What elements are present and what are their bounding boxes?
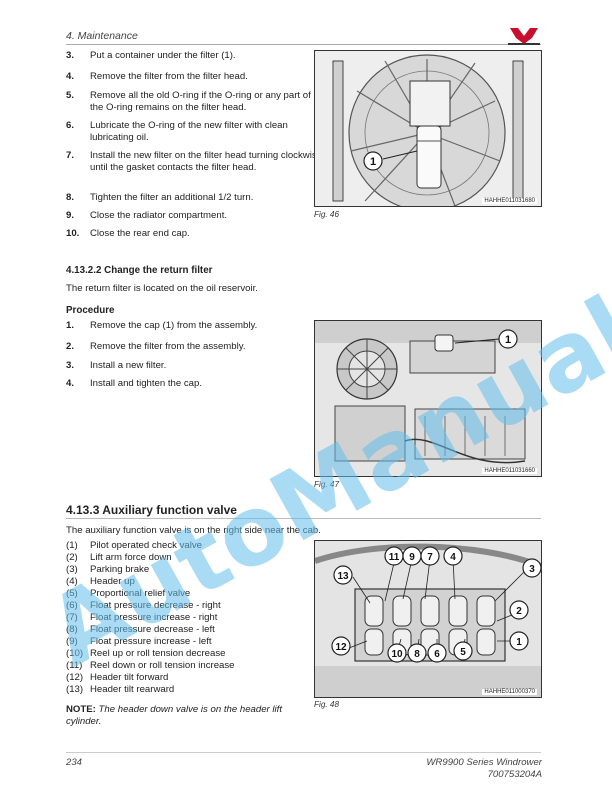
footer-doc-number: 700753204A bbox=[487, 769, 542, 780]
figure-48-callout: 3 bbox=[529, 564, 535, 575]
step-text: Put a container under the filter (1). bbox=[90, 50, 236, 61]
legend-text: Float pressure increase - right bbox=[90, 612, 218, 623]
footer-info: WR9900 Series Windrower 700753204A bbox=[426, 757, 542, 781]
figure-48-callout: 10 bbox=[391, 649, 403, 660]
note-text: The header down valve is on the header l… bbox=[66, 704, 282, 727]
legend-text: Header tilt rearward bbox=[90, 684, 175, 695]
figure-48-callout: 13 bbox=[337, 571, 349, 582]
step-text: Remove the filter from the filter head. bbox=[90, 71, 248, 82]
legend-number: (13) bbox=[66, 684, 84, 695]
step-number: 3. bbox=[66, 360, 75, 371]
step-number: 4. bbox=[66, 71, 75, 82]
legend-number: (6) bbox=[66, 600, 78, 611]
note-block: NOTE: The header down valve is on the he… bbox=[66, 704, 306, 728]
figure-47-image: 1 HAHHE011031660 bbox=[314, 320, 542, 477]
figure-48-callout: 1 bbox=[516, 637, 522, 648]
figure-48-callout: 6 bbox=[434, 649, 440, 660]
step-number: 9. bbox=[66, 210, 75, 221]
page-number: 234 bbox=[66, 757, 83, 768]
figure-47-caption: Fig. 47 bbox=[314, 480, 340, 489]
step-text: Remove all the old O-ring if the O-ring … bbox=[90, 90, 311, 113]
legend-number: (8) bbox=[66, 624, 78, 635]
legend-number: (12) bbox=[66, 672, 84, 683]
figure-48-callout: 7 bbox=[427, 552, 433, 563]
figure-48-image: 11 9 7 4 13 3 2 12 10 8 6 5 1 HAHHE01100… bbox=[314, 540, 542, 698]
legend-text: Float pressure decrease - left bbox=[90, 624, 215, 635]
step-text: Lubricate the O-ring of the new filter w… bbox=[90, 120, 288, 143]
legend-text: Reel down or roll tension increase bbox=[90, 660, 235, 671]
step-number: 4. bbox=[66, 378, 75, 389]
step-number: 8. bbox=[66, 192, 75, 203]
figure-48-callout: 9 bbox=[409, 552, 415, 563]
brand-logo bbox=[508, 28, 540, 45]
figure-48-callout: 2 bbox=[516, 606, 522, 617]
figure-48-callout: 12 bbox=[335, 642, 347, 653]
aux-valve-intro: The auxiliary function valve is on the r… bbox=[66, 525, 321, 536]
header-divider bbox=[66, 44, 541, 45]
note-label: NOTE: bbox=[66, 704, 96, 715]
legend-number: (2) bbox=[66, 552, 78, 563]
step-number: 3. bbox=[66, 50, 75, 61]
step-text: Close the radiator compartment. bbox=[90, 210, 228, 221]
step-number: 2. bbox=[66, 341, 75, 352]
step-number: 6. bbox=[66, 120, 75, 131]
step-text: Tighten the filter an additional 1/2 tur… bbox=[90, 192, 254, 203]
figure-47-callout: 1 bbox=[505, 334, 511, 346]
legend-text: Parking brake bbox=[90, 564, 150, 575]
step-number: 5. bbox=[66, 90, 75, 101]
footer-model: WR9900 Series Windrower bbox=[426, 757, 542, 768]
step-number: 7. bbox=[66, 150, 75, 161]
figure-46-callout: 1 bbox=[370, 156, 376, 168]
figure-48-callout: 4 bbox=[450, 552, 456, 563]
legend-number: (11) bbox=[66, 660, 83, 671]
procedure-label: Procedure bbox=[66, 305, 115, 316]
legend-number: (10) bbox=[66, 648, 84, 659]
step-text: Close the rear end cap. bbox=[90, 228, 190, 239]
figure-47-id: HAHHE011031660 bbox=[482, 468, 537, 474]
legend-text: Header up bbox=[90, 576, 135, 587]
figure-48-callout: 5 bbox=[460, 647, 466, 658]
return-filter-intro: The return filter is located on the oil … bbox=[66, 283, 258, 294]
figure-48-caption: Fig. 48 bbox=[314, 700, 340, 709]
legend-text: Header tilt forward bbox=[90, 672, 169, 683]
legend-text: Proportional relief valve bbox=[90, 588, 191, 599]
legend-number: (9) bbox=[66, 636, 78, 647]
return-filter-heading: 4.13.2.2 Change the return filter bbox=[66, 265, 213, 276]
legend-text: Float pressure decrease - right bbox=[90, 600, 221, 611]
figure-46-caption: Fig. 46 bbox=[314, 210, 340, 219]
figure-48-callout: 11 bbox=[389, 552, 400, 563]
figure-48-id: HAHHE011000370 bbox=[482, 689, 537, 695]
legend-number: (7) bbox=[66, 612, 78, 623]
step-text: Remove the filter from the assembly. bbox=[90, 341, 246, 352]
legend-number: (3) bbox=[66, 564, 78, 575]
legend-text: Pilot operated check valve bbox=[90, 540, 202, 551]
figure-46-image: 1 HAHHE011031680 bbox=[314, 50, 542, 207]
figure-48-callout: 8 bbox=[414, 649, 420, 660]
legend-number: (4) bbox=[66, 576, 78, 587]
step-number: 1. bbox=[66, 320, 75, 331]
legend-number: (1) bbox=[66, 540, 78, 551]
legend-text: Lift arm force down bbox=[90, 552, 172, 563]
step-text: Install and tighten the cap. bbox=[90, 378, 203, 389]
step-text: Install a new filter. bbox=[90, 360, 167, 371]
chapter-title: 4. Maintenance bbox=[66, 30, 138, 42]
step-text: Remove the cap (1) from the assembly. bbox=[90, 320, 258, 331]
legend-text: Float pressure increase - left bbox=[90, 636, 212, 647]
aux-valve-heading: 4.13.3 Auxiliary function valve bbox=[66, 503, 237, 517]
step-text: Install the new filter on the filter hea… bbox=[90, 150, 322, 173]
figure-46-id: HAHHE011031680 bbox=[482, 198, 537, 204]
section-divider bbox=[66, 518, 541, 519]
step-number: 10. bbox=[66, 228, 80, 239]
footer-divider bbox=[66, 752, 541, 753]
legend-text: Reel up or roll tension decrease bbox=[90, 648, 226, 659]
legend-number: (5) bbox=[66, 588, 78, 599]
